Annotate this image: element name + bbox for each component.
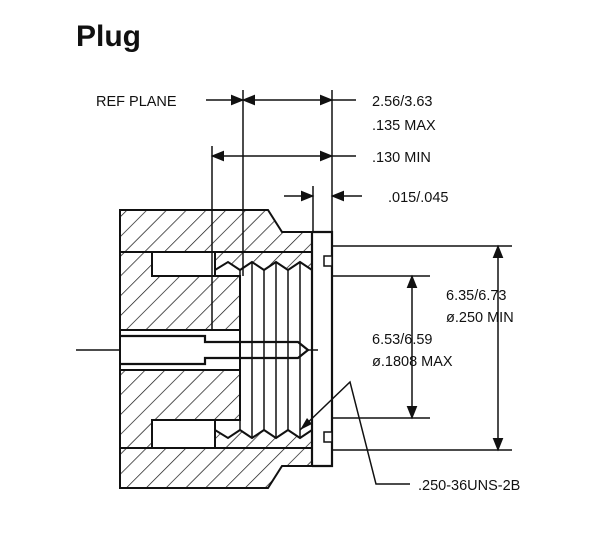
outer-mm-label: 6.35/6.73 <box>446 288 506 304</box>
center-pin <box>76 334 318 366</box>
thread-leader-line <box>299 380 410 485</box>
inner-mm-label: 6.53/6.59 <box>372 332 432 348</box>
thread-callout: .250-36UNS-2B <box>299 380 520 494</box>
gap-label: .015/.045 <box>388 190 448 206</box>
pocket-top <box>151 251 216 277</box>
thread-label: .250-36UNS-2B <box>418 478 520 494</box>
depth-mm-label: 2.56/3.63 <box>372 94 432 110</box>
thread-leader-arrowhead <box>300 418 312 430</box>
dim-gap: .015/.045 <box>284 190 448 206</box>
outer-shell-top <box>119 209 313 253</box>
thread-bottom <box>214 428 313 449</box>
coupling-outline <box>312 230 334 468</box>
depth-max-label: .135 MAX <box>372 118 436 134</box>
depth-min-label: .130 MIN <box>372 150 431 166</box>
ref-plane-label: REF PLANE <box>96 94 177 110</box>
pocket-bottom <box>151 419 216 449</box>
dim-depth-min: .130 MIN <box>210 150 431 166</box>
page-title: Plug <box>76 20 141 53</box>
inner-in-label: ø.1808 MAX <box>372 354 453 370</box>
thread-section <box>214 232 314 466</box>
thread-top <box>214 251 313 272</box>
dim-outer-diameter: 6.35/6.73 ø.250 MIN <box>332 244 514 452</box>
coupling-end <box>312 230 334 468</box>
outer-shell-bottom <box>119 447 313 489</box>
outer-in-label: ø.250 MIN <box>446 310 514 326</box>
dim-depth-max: REF PLANE 2.56/3.63 .135 MAX <box>96 94 436 134</box>
coupling-notch-bottom <box>323 431 333 443</box>
dim-inner-diameter: 6.53/6.59 ø.1808 MAX <box>332 274 453 420</box>
coupling-notch-top <box>323 255 333 267</box>
